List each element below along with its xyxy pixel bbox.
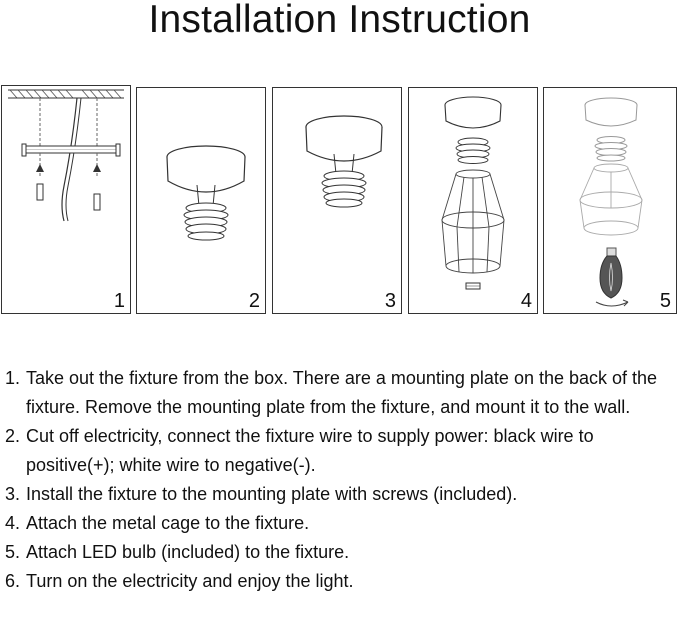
list-item: 5.Attach LED bulb (included) to the fixt…	[5, 538, 677, 567]
canopy-drawing	[166, 145, 246, 241]
step-index: 2.	[5, 426, 21, 446]
instruction-list: 1.Take out the fixture from the box. The…	[5, 364, 677, 596]
step-text: Cut off electricity, connect the fixture…	[26, 426, 594, 475]
step-number: 4	[520, 290, 532, 312]
step-text: Turn on the electricity and enjoy the li…	[26, 571, 354, 591]
metal-cage-drawing	[441, 96, 505, 290]
step-index: 5.	[5, 542, 21, 562]
led-bulb-drawing	[579, 97, 643, 307]
step-text: Attach LED bulb (included) to the fixtur…	[26, 542, 350, 562]
list-item: 2.Cut off electricity, connect the fixtu…	[5, 422, 677, 480]
installed-canopy-drawing	[305, 115, 383, 208]
mounting-plate-drawing	[8, 89, 124, 222]
step-number: 5	[659, 290, 671, 312]
step-3-illustration: 3	[272, 87, 402, 314]
page-title: Installation Instruction	[148, 0, 531, 41]
step-text: Attach the metal cage to the fixture.	[26, 513, 310, 533]
step-5-illustration: 5	[543, 87, 677, 314]
step-number: 3	[384, 290, 396, 312]
step-index: 4.	[5, 513, 21, 533]
step-index: 3.	[5, 484, 21, 504]
step-text: Install the fixture to the mounting plat…	[26, 484, 518, 504]
step-index: 6.	[5, 571, 21, 591]
step-2-illustration: 2	[136, 87, 266, 314]
step-1-illustration: 1	[1, 85, 131, 314]
list-item: 6.Turn on the electricity and enjoy the …	[5, 567, 677, 596]
step-text: Take out the fixture from the box. There…	[26, 368, 658, 417]
step-number: 2	[248, 290, 260, 312]
step-number: 1	[113, 290, 125, 312]
step-index: 1.	[5, 368, 21, 388]
step-4-illustration: 4	[408, 87, 538, 314]
list-item: 3.Install the fixture to the mounting pl…	[5, 480, 677, 509]
list-item: 1.Take out the fixture from the box. The…	[5, 364, 677, 422]
list-item: 4.Attach the metal cage to the fixture.	[5, 509, 677, 538]
